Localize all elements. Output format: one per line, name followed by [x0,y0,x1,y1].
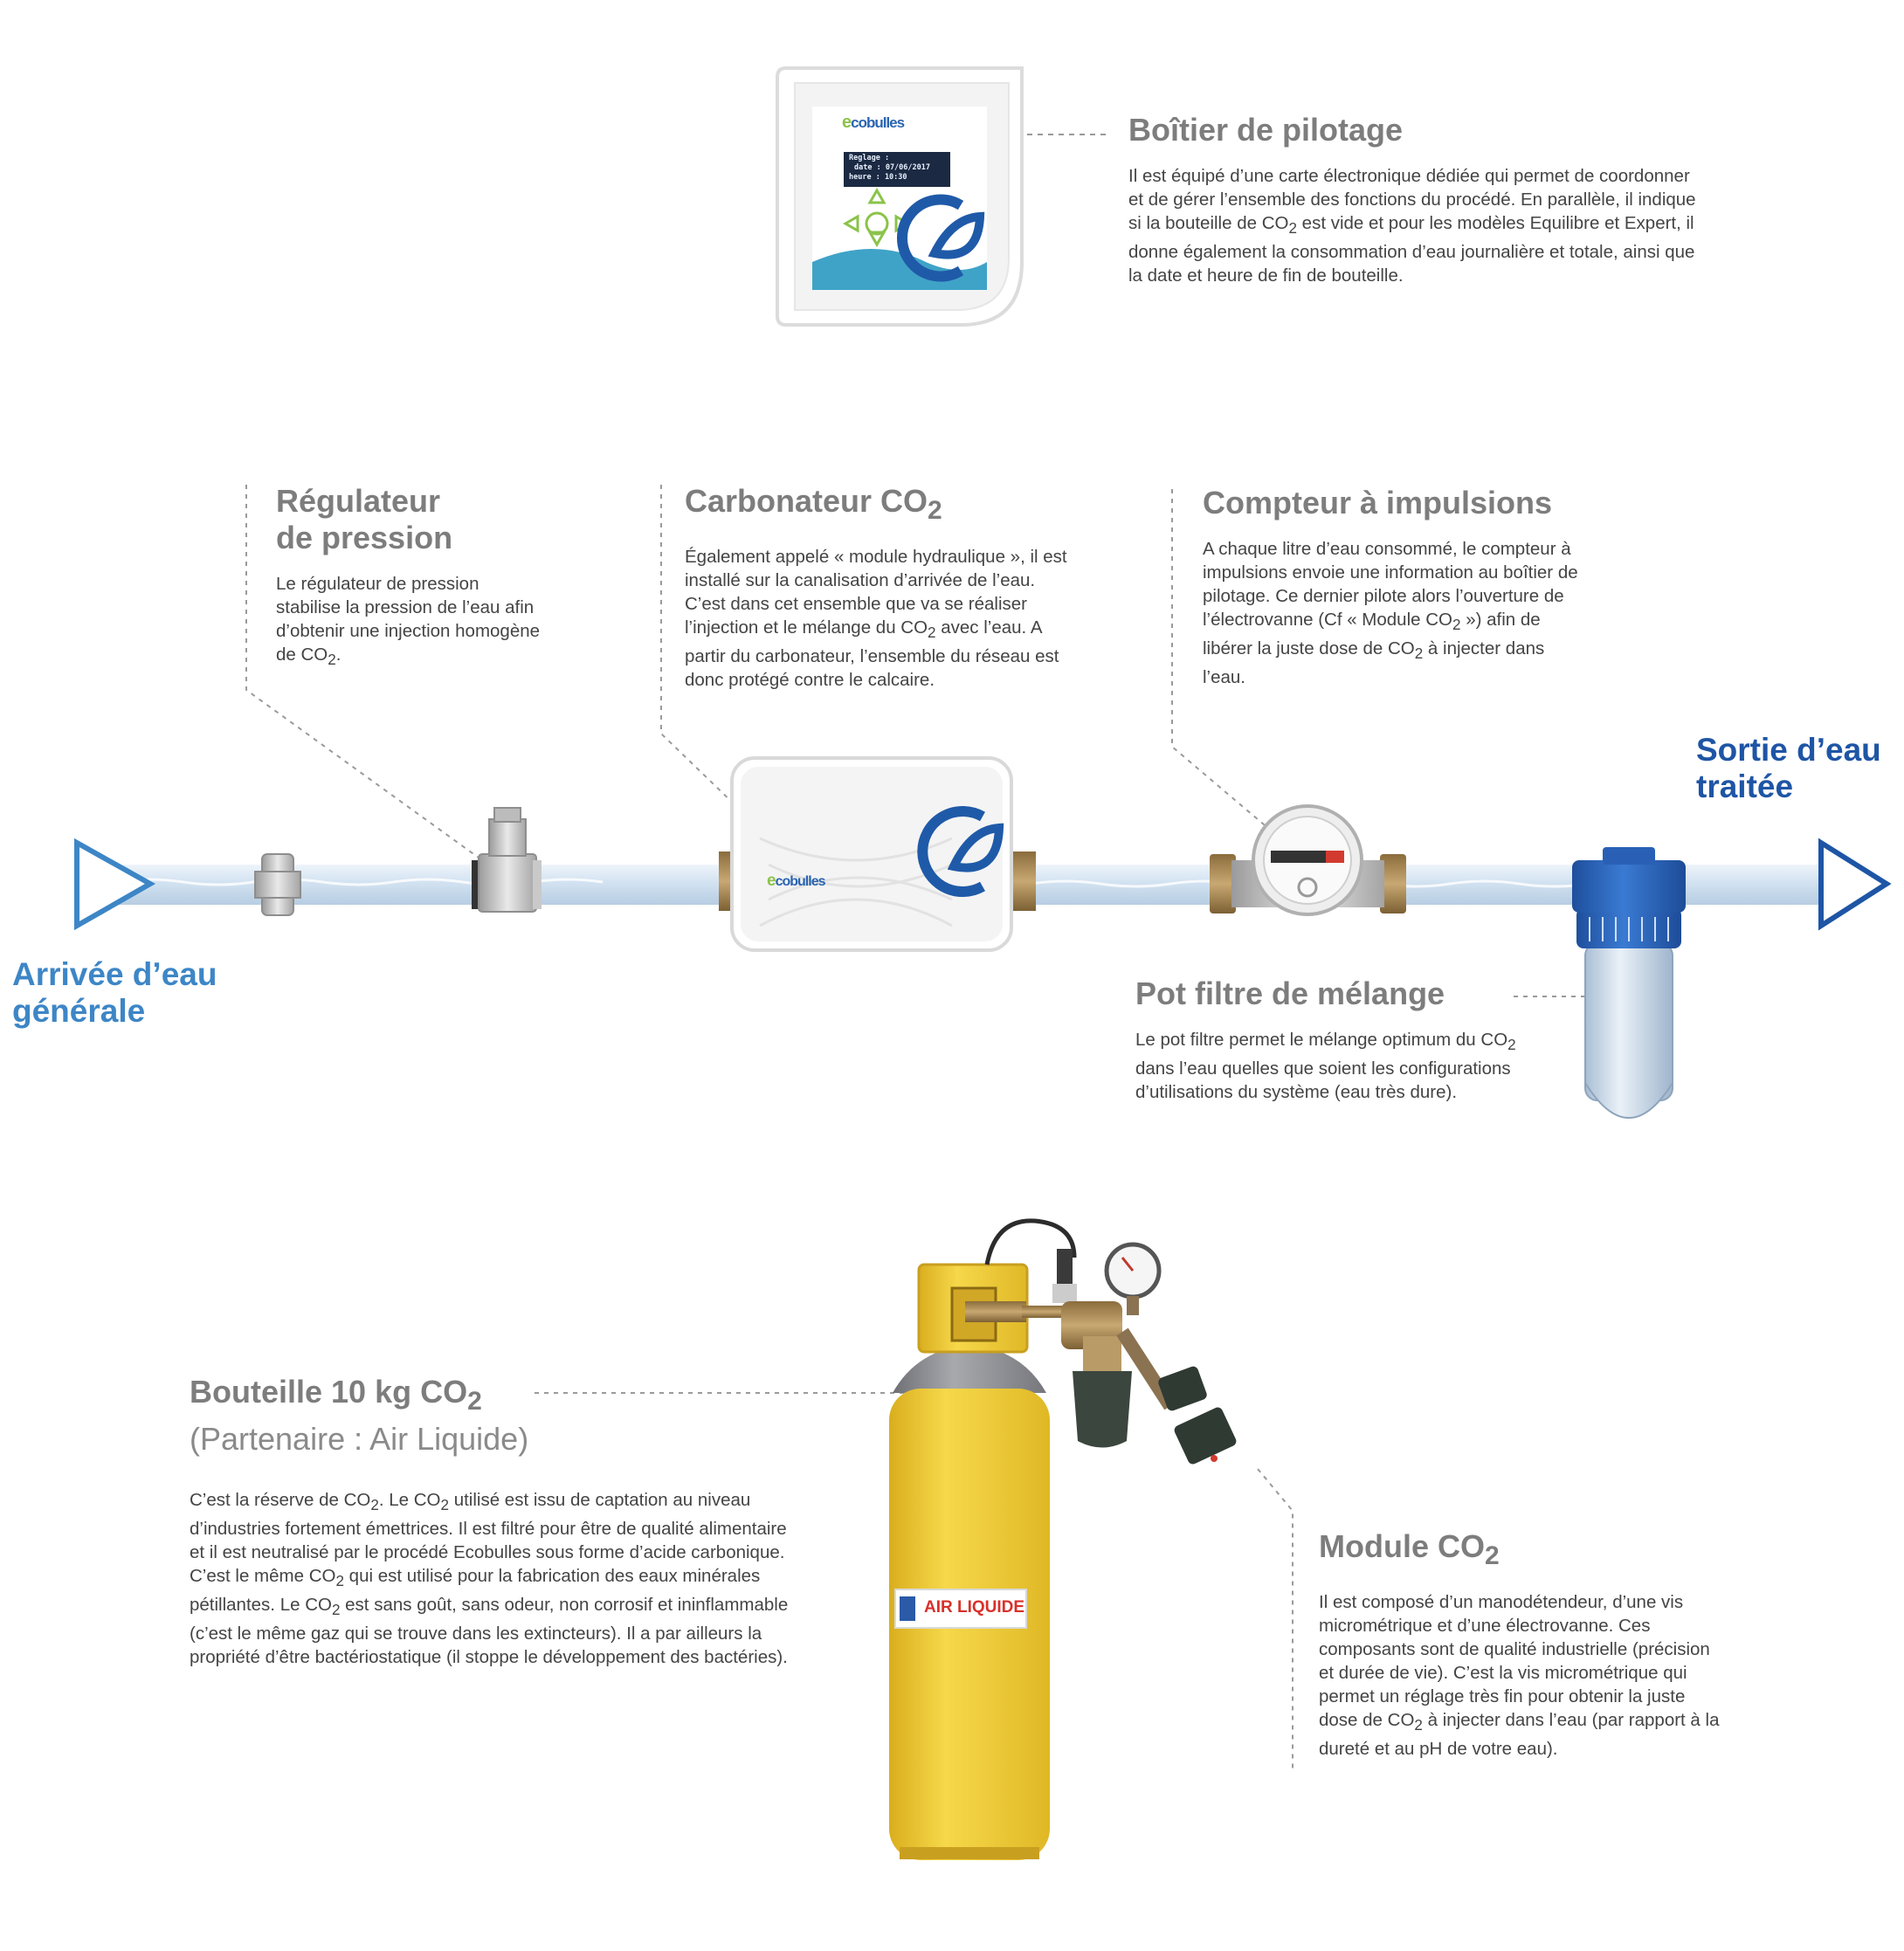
lcd-line-1: Reglage : [849,154,890,162]
brand-wordmark-carbonator: ecobulles [767,872,826,891]
filter-pot-description: Le pot filtre permet le mélange optimum … [1135,1030,1516,1103]
carbonator-illustration [719,756,1036,952]
water-outlet-label: Sortie d’eau traitée [1696,732,1881,804]
callout-carbonator: Carbonateur CO2 Également appelé « modul… [685,483,1078,692]
co2-bottle-description: C’est la réserve de CO2. Le CO2 utilisé … [190,1490,789,1668]
impulse-counter-description: A chaque litre d’eau consommé, le compte… [1203,539,1578,688]
lcd-text: Reglage : date : 07/06/2017 heure : 10:3… [849,154,952,183]
brand-wordmark-initial: e [842,113,852,132]
co2-bottle-illustration [889,1218,1077,1860]
control-box-title: Boîtier de pilotage [1128,112,1404,148]
co2-bottle-subtitle: (Partenaire : Air Liquide) [190,1421,529,1458]
callout-co2-module: Module CO2 Il est composé d’un manodéten… [1319,1528,1721,1761]
pressure-regulator-illustration [472,807,542,913]
outlet-arrow-icon [1818,838,1892,931]
callout-control-box: Boîtier de pilotage Il est équipé d’une … [1128,112,1696,287]
filter-pot-title: Pot filtre de mélange [1135,976,1445,1011]
water-inlet-label: Arrivée d’eau générale [12,956,217,1029]
ecobulles-logo-icon [896,194,985,282]
pipe-union-fitting [254,853,301,916]
co2-module-illustration [1052,1242,1237,1465]
carbonator-title: Carbonateur CO2 [685,483,942,526]
brand-wordmark-initial: e [767,872,776,890]
leader-lines [245,485,1585,1773]
control-box-description: Il est équipé d’une carte électronique d… [1128,166,1696,286]
bottle-label-text: AIR LIQUIDE [924,1598,1025,1617]
callout-impulse-counter: Compteur à impulsions A chaque litre d’e… [1203,485,1596,689]
callout-filter-pot: Pot filtre de mélange Le pot filtre perm… [1135,976,1528,1104]
lcd-line-2: date : 07/06/2017 [854,163,930,172]
callout-co2-bottle: Bouteille 10 kg CO2 (Partenaire : Air Li… [190,1374,792,1669]
co2-module-title: Module CO2 [1319,1528,1500,1571]
lcd-line-3: heure : 10:30 [849,173,907,182]
impulse-counter-illustration [1210,804,1406,916]
brand-wordmark-text: cobulles [851,114,905,131]
brand-wordmark-control-box: ecobulles [842,113,905,133]
brand-wordmark-text: cobulles [775,874,826,889]
pressure-regulator-description: Le régulateur de pression stabilise la p… [276,574,541,669]
lcd-screen [844,152,950,187]
impulse-counter-title: Compteur à impulsions [1203,485,1553,520]
co2-bottle-title: Bouteille 10 kg CO2 [190,1374,482,1417]
co2-module-description: Il est composé d’un manodétendeur, d’une… [1319,1592,1720,1760]
carbonator-logo-icon [917,806,1004,897]
inlet-arrow-icon [74,838,156,931]
filter-pot-illustration [1572,847,1686,1119]
control-box-illustration [776,66,1024,327]
carbonator-description: Également appelé « module hydraulique »,… [685,547,1067,691]
